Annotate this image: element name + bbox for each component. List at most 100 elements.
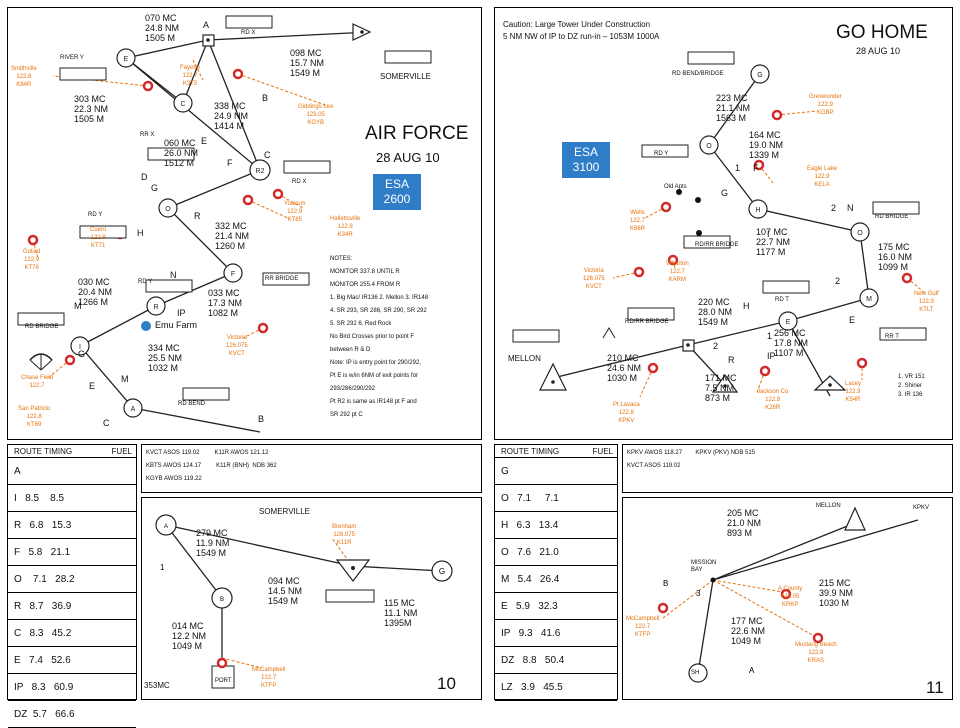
seg-E2: E xyxy=(89,381,96,391)
caution-line: Caution: Large Tower Under Construction xyxy=(503,20,651,29)
caution-line: 5 NM NW of IP to DZ run-in – 1053M 1000A xyxy=(503,32,660,41)
right-esa: ESA 3100 xyxy=(562,142,610,178)
cp-C: C xyxy=(180,101,185,108)
timing-row: H 6.3 13.4 xyxy=(495,511,617,539)
left-mini-svg: A B G 1 xyxy=(155,514,453,689)
map-small-label: RD BRIDGE xyxy=(875,214,909,220)
svg-text:3: 3 xyxy=(696,589,701,598)
right-page-number: 11 xyxy=(926,678,944,697)
note-line: MONITOR 255.4 FROM R xyxy=(330,282,401,288)
timing-row: F 5.8 21.1 xyxy=(8,538,136,566)
cp-A: A xyxy=(131,406,136,413)
seg-1b: 1 xyxy=(767,331,773,341)
svg-text:H: H xyxy=(755,207,760,214)
caution-note: Caution: Large Tower Under Construction 5… xyxy=(503,19,659,43)
svg-text:A: A xyxy=(749,666,755,675)
seg-H: H xyxy=(743,301,750,311)
radio-line: KPKV AWOS 118.27 KPKV (PKV) NDB 515 xyxy=(627,450,756,456)
seg-C2: C xyxy=(103,418,110,428)
svg-text:G: G xyxy=(439,567,445,576)
map-small-label: RR BRIDGE xyxy=(265,276,299,282)
left-route-map: E C O F R I A R2 xyxy=(17,15,432,433)
mini-port: PORT xyxy=(215,678,232,684)
map-small-label: RD BRIDGE xyxy=(25,324,59,330)
timing-row: O 7.6 21.0 xyxy=(495,538,617,566)
seg-2c: 2 xyxy=(713,341,719,351)
mini-sh: SH xyxy=(691,670,700,676)
svg-text:B: B xyxy=(220,597,224,603)
seg-D: D xyxy=(141,172,148,182)
timing-row: R 8.7 36.9 xyxy=(8,592,136,620)
svg-text:A: A xyxy=(164,524,168,530)
note-line: 293/286/290/292 xyxy=(330,386,376,392)
somerville-label: SOMERVILLE xyxy=(380,72,431,81)
seg-H: H xyxy=(137,228,144,238)
timing-row: DZ 8.8 50.4 xyxy=(495,646,617,674)
note-line: MONITOR 337.8 UNTIL R xyxy=(330,269,400,275)
timing-row: LZ 3.9 45.5 xyxy=(495,673,617,701)
timing-row: R 6.8 15.3 xyxy=(8,511,136,539)
map-small-label: RD Y xyxy=(138,279,153,285)
map-small-label: RD X xyxy=(292,179,307,185)
seg-B2: B xyxy=(258,414,265,424)
right-route-map: G O H O M E xyxy=(512,51,927,398)
seg-R: R xyxy=(194,211,201,221)
mini-somerville: SOMERVILLE xyxy=(259,507,310,516)
seg-G: G xyxy=(721,188,729,198)
cp-O: O xyxy=(165,206,171,213)
left-page-number: 10 xyxy=(437,674,456,693)
seg-I: I xyxy=(767,229,770,239)
timing-header: ROUTE TIMING xyxy=(495,445,578,458)
timing-row: I 8.5 8.5 xyxy=(8,484,136,512)
seg-F: F xyxy=(227,158,233,168)
mini-place: MELLON xyxy=(816,503,841,509)
note-line: Note: IP is entry point for 290/292, xyxy=(330,360,421,366)
seg-2: 2 xyxy=(831,203,837,213)
map-small-label: RD BEND xyxy=(178,401,206,407)
cp-E: E xyxy=(124,56,129,63)
fuel-header: FUEL xyxy=(94,445,136,458)
map-small-label: RD Y xyxy=(654,151,669,157)
map-small-label: RD BEND/BRIDGE xyxy=(672,71,724,77)
right-date: 28 AUG 10 xyxy=(856,46,901,56)
left-esa: ESA 2600 xyxy=(373,174,421,210)
map-small-label: RR X xyxy=(140,132,155,138)
radio-line: KVCT ASOS 119.02 K11R AWOS 121.12 xyxy=(146,450,269,456)
esa-value: 3100 xyxy=(572,160,600,174)
seg-M2: M xyxy=(121,374,129,384)
seg-A: A xyxy=(203,20,210,30)
timing-row: O 7.1 28.2 xyxy=(8,565,136,593)
seg-B: B xyxy=(262,93,269,103)
vr-line: 3. IR 136 xyxy=(898,392,923,398)
map-small-label: RD/RR BRIDGE xyxy=(625,319,669,325)
radio-line: KGYB AWOS 119.22 xyxy=(146,476,202,482)
vr-line: 2. Shiner xyxy=(898,383,923,389)
map-small-label: RD/RR BRIDGE xyxy=(695,242,739,248)
